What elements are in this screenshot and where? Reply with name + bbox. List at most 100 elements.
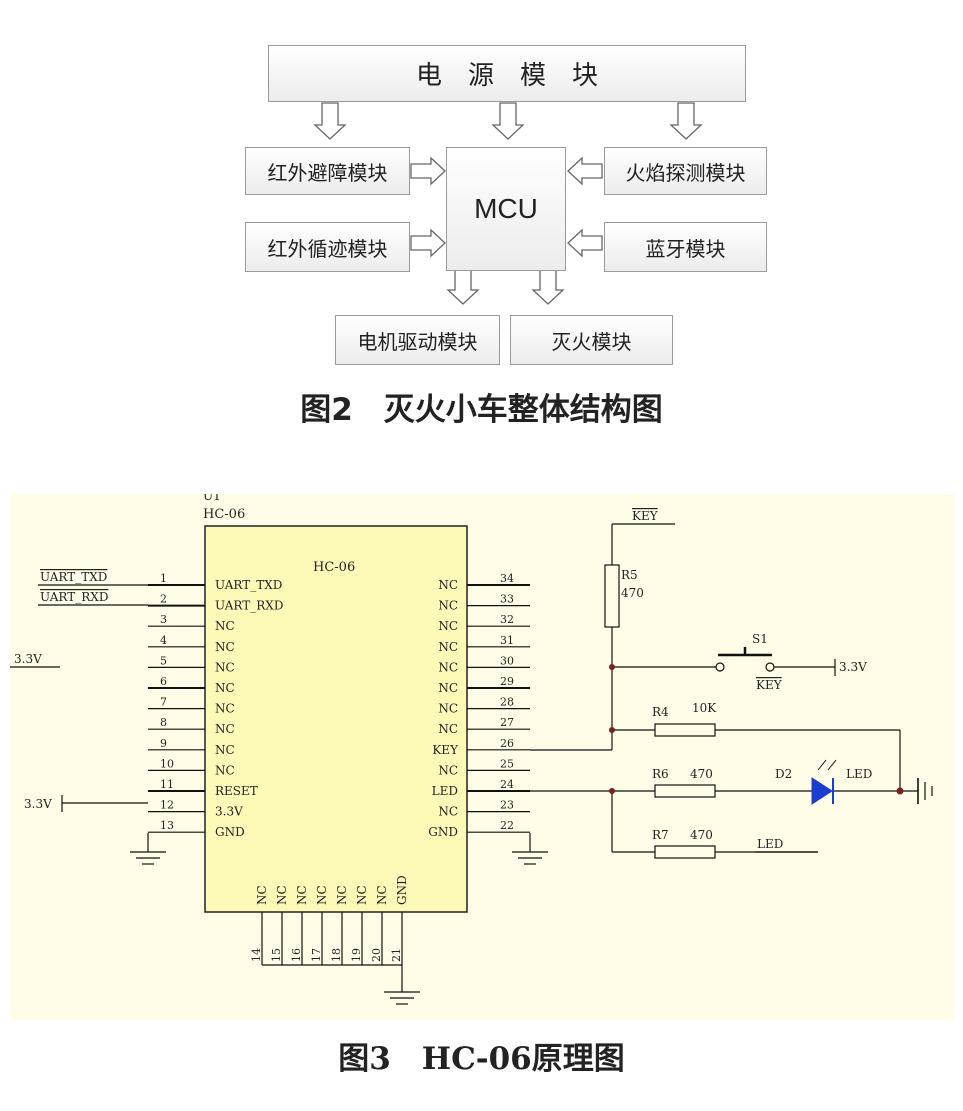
bottom-pin: NC 17 xyxy=(310,885,329,965)
right-pin-number: 30 xyxy=(500,654,514,667)
right-pin-number: 31 xyxy=(500,634,514,647)
left-pin-number: 8 xyxy=(160,716,167,729)
left-pin-number: 2 xyxy=(160,593,167,606)
right-pin-name: NC xyxy=(438,599,458,613)
bluetooth-module-box: 蓝牙模块 xyxy=(604,222,767,272)
bottom-pin-number: 19 xyxy=(350,948,363,962)
right-pin-number: 32 xyxy=(500,613,514,626)
left-pin-name: NC xyxy=(215,763,235,777)
arrow-mcu-extinguish xyxy=(531,269,565,305)
right-pin-number: 22 xyxy=(500,819,514,832)
bottom-pin-name: NC xyxy=(375,885,389,905)
net-3v3-a: 3.3V xyxy=(14,652,42,666)
arrow-power-flame xyxy=(669,102,703,140)
bottom-pin: NC 19 xyxy=(350,885,369,965)
right-pin-number: 34 xyxy=(500,572,514,585)
right-pin: 29 NC xyxy=(438,675,530,695)
left-pin-number: 9 xyxy=(160,737,167,750)
bottom-pin: GND 21 xyxy=(390,875,409,965)
bottom-pin-number: 20 xyxy=(370,948,383,962)
bottom-pin-number: 14 xyxy=(250,948,263,962)
r7-value: 470 xyxy=(690,828,713,842)
right-pin-number: 25 xyxy=(500,757,514,770)
d2-led-label: LED xyxy=(846,767,872,781)
r6-label: R6 xyxy=(652,767,669,781)
right-pin-name: NC xyxy=(438,619,458,633)
bottom-pin-name: NC xyxy=(315,885,329,905)
net-3v3-c: 3.3V xyxy=(839,660,867,674)
right-pin-number: 26 xyxy=(500,737,514,750)
chip-title: HC-06 xyxy=(313,560,355,575)
right-pin: 27 NC xyxy=(438,716,530,736)
bottom-pin-name: NC xyxy=(355,885,369,905)
left-pin-name: NC xyxy=(215,660,235,674)
left-pin-name: RESET xyxy=(215,784,258,798)
d2-label: D2 xyxy=(775,767,792,781)
right-pin-name: NC xyxy=(438,722,458,736)
bottom-pin-number: 15 xyxy=(270,948,283,962)
right-pin: 24 LED xyxy=(432,778,530,798)
right-pin-number: 29 xyxy=(500,675,514,688)
d2-led-diode xyxy=(811,759,837,805)
right-pin-name: NC xyxy=(438,578,458,592)
motor-driver-module-box: 电机驱动模块 xyxy=(335,315,500,365)
flame-module-box: 火焰探测模块 xyxy=(604,147,767,195)
right-pin-number: 27 xyxy=(500,716,514,729)
r5-label: R5 xyxy=(621,568,638,582)
r5-resistor xyxy=(604,564,620,628)
left-pin-name: GND xyxy=(215,825,245,839)
bottom-pin-name: NC xyxy=(335,885,349,905)
mcu-box: MCU xyxy=(446,147,566,271)
s1-label: S1 xyxy=(752,632,768,646)
right-pin-name: LED xyxy=(432,784,458,798)
figure-2-caption: 图2 灭火小车整体结构图 xyxy=(300,392,663,428)
right-pin-name: GND xyxy=(428,825,458,839)
right-pin-name: NC xyxy=(438,640,458,654)
r5-value: 470 xyxy=(621,586,644,600)
right-pin-name: NC xyxy=(438,805,458,819)
left-pin-name: 3.3V xyxy=(215,805,243,819)
power-module-box: 电 源 模 块 xyxy=(268,45,746,102)
r4-label: R4 xyxy=(652,705,669,719)
net-3v3-b: 3.3V xyxy=(24,797,52,811)
left-pin-number: 5 xyxy=(160,654,167,667)
r6-resistor xyxy=(654,784,716,798)
left-pin-name: NC xyxy=(215,681,235,695)
bottom-pin-number: 21 xyxy=(390,948,403,962)
hc06-chip-body xyxy=(204,525,468,913)
left-pin-name: UART_TXD xyxy=(215,578,282,592)
ir-avoid-module-box: 红外避障模块 xyxy=(245,147,410,195)
u1-part-label: HC-06 xyxy=(203,507,245,522)
left-pin-name: NC xyxy=(215,702,235,716)
net-uart-rxd: UART_RXD xyxy=(40,590,108,604)
right-pin-number: 24 xyxy=(500,778,514,791)
left-pin-number: 13 xyxy=(160,819,174,832)
arrow-irTrack-mcu xyxy=(410,228,446,258)
left-pin-number: 7 xyxy=(160,696,167,709)
block-arrows xyxy=(313,102,703,305)
right-pin-name: NC xyxy=(438,702,458,716)
right-pin-name: NC xyxy=(438,681,458,695)
right-pins: 34NC33NC32NC31NC30NC29NC28NC27NC26KEY25N… xyxy=(428,572,530,839)
left-pin: 13 GND xyxy=(148,819,245,839)
bottom-pin-name: NC xyxy=(295,885,309,905)
left-pin-name: NC xyxy=(215,743,235,757)
bottom-pin-number: 17 xyxy=(310,948,323,962)
left-pin-number: 1 xyxy=(160,572,167,585)
bottom-pin-name: GND xyxy=(395,875,409,905)
arrow-irAvoid-mcu xyxy=(410,156,446,186)
r4-resistor xyxy=(654,723,716,737)
r4-value: 10K xyxy=(692,701,717,715)
left-pin: 7 NC xyxy=(148,696,235,716)
left-pin-name: UART_RXD xyxy=(215,599,283,613)
